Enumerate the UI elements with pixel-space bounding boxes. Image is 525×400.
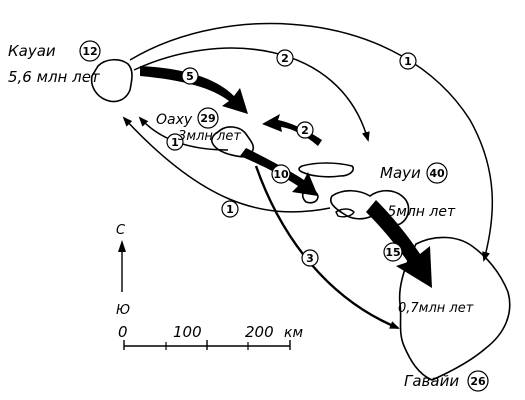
- svg-text:1: 1: [226, 203, 234, 216]
- compass: С Ю: [116, 223, 130, 318]
- svg-text:1: 1: [171, 136, 179, 149]
- island-hawaii: [398, 236, 511, 381]
- svg-text:40: 40: [429, 167, 445, 180]
- svg-text:10: 10: [273, 168, 289, 181]
- compass-north-arrow-icon: [118, 240, 126, 252]
- island-kahoolawe: [335, 208, 355, 218]
- island-age-oahu: 3млн лет: [178, 129, 241, 144]
- count-maui-oahu: 2: [296, 121, 314, 139]
- scale-unit: км: [284, 325, 303, 341]
- island-name-oahu: Оаху: [156, 112, 193, 128]
- svg-text:3: 3: [306, 252, 314, 265]
- svg-text:1: 1: [404, 55, 412, 68]
- species-count-hawaii: 26: [467, 370, 489, 392]
- island-molokai: [298, 162, 355, 178]
- island-age-maui: 1,5млн лет: [374, 204, 456, 220]
- count-oahu-maui: 10: [271, 164, 291, 184]
- island-name-maui: Мауи: [380, 164, 421, 182]
- species-count-oahu: 29: [197, 107, 219, 129]
- svg-text:12: 12: [82, 45, 97, 58]
- count-kauai-maui: 2: [276, 49, 294, 67]
- count-maui-kauai: 1: [221, 200, 239, 218]
- scale-tick-0: 0: [118, 323, 128, 341]
- count-kauai-hawaii: 1: [399, 52, 417, 70]
- count-oahu-hawaii: 3: [301, 249, 319, 267]
- count-kauai-oahu: 5: [181, 67, 199, 85]
- svg-text:15: 15: [385, 246, 400, 259]
- arrow-kauai-maui: [133, 47, 370, 142]
- species-count-kauai: 12: [79, 40, 101, 62]
- arrow-kauai-oahu: [140, 66, 248, 114]
- svg-text:29: 29: [200, 112, 215, 125]
- compass-north-label: С: [116, 223, 126, 238]
- island-name-kauai: Кауаи: [8, 42, 56, 60]
- arrow-maui-oahu: [262, 114, 322, 146]
- svg-text:5: 5: [186, 70, 194, 83]
- svg-text:26: 26: [470, 375, 486, 388]
- scale-tick-200: 200: [245, 323, 274, 341]
- arrow-kauai-hawaii: [129, 22, 494, 262]
- count-oahu-kauai: 1: [166, 133, 184, 151]
- arrow-maui-kauai: [122, 116, 331, 213]
- scale-bar: 0 100 200 км: [118, 323, 303, 350]
- scale-tick-100: 100: [173, 323, 202, 341]
- island-age-kauai: 5,6 млн лет: [8, 68, 101, 86]
- island-name-hawaii: Гавайи: [404, 372, 459, 390]
- svg-text:2: 2: [301, 124, 309, 137]
- island-age-hawaii: 0,7млн лет: [398, 301, 474, 316]
- arrow-maui-hawaii: [366, 200, 432, 288]
- species-count-maui: 40: [426, 162, 448, 184]
- svg-text:2: 2: [281, 52, 289, 65]
- island-kauai: [90, 58, 133, 103]
- island-oahu: [211, 126, 255, 158]
- count-maui-hawaii: 15: [383, 242, 403, 262]
- compass-south-label: Ю: [116, 303, 130, 318]
- island-maui: [329, 189, 410, 227]
- arrow-oahu-hawaii: [254, 165, 400, 330]
